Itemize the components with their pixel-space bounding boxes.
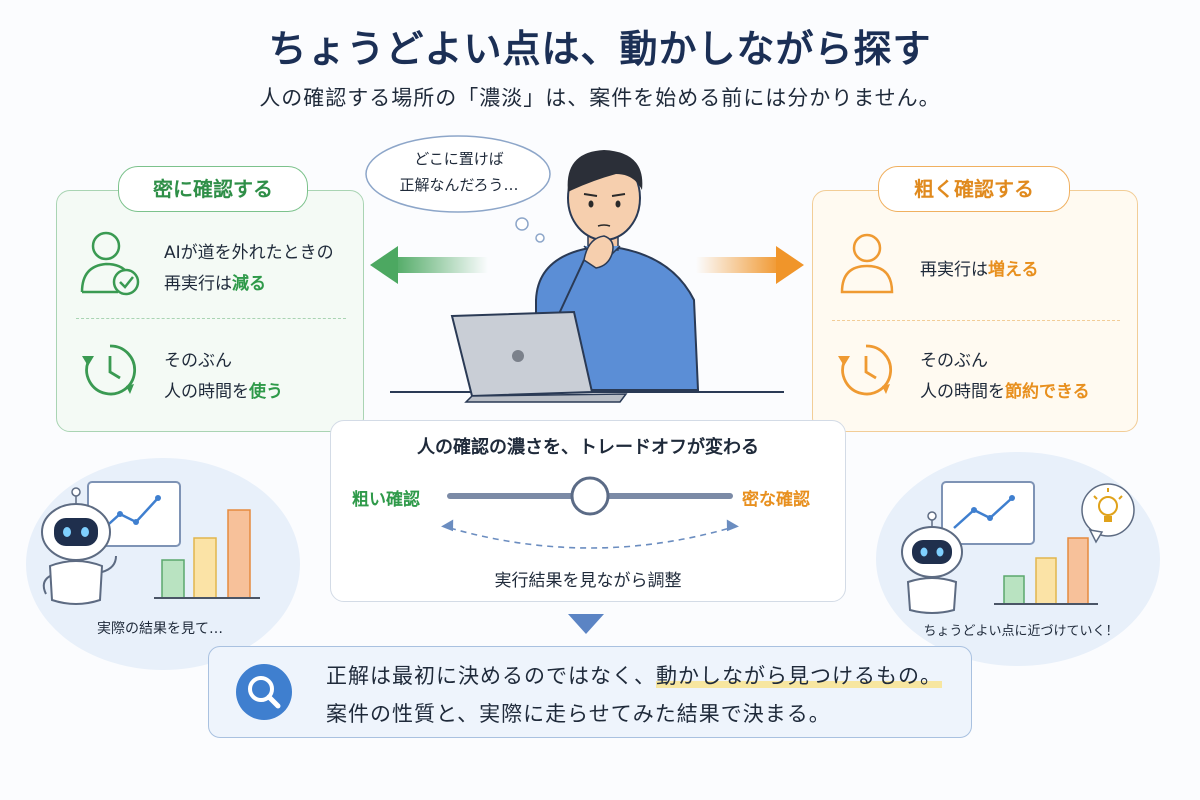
- user-check-icon: [80, 231, 140, 296]
- dense-check-panel: [56, 190, 364, 432]
- adjust-curve: [449, 527, 731, 549]
- tradeoff-heading: 人の確認の濃さを、トレードオフが変わる: [417, 437, 759, 458]
- dense-item2-line2: 人の時間を使う: [164, 382, 283, 402]
- coarse-item1: 再実行は増える: [920, 260, 1039, 280]
- dense-item1-line1: AIが道を外れたときの: [164, 243, 334, 263]
- tradeoff-footer: 実行結果を見ながら調整: [494, 571, 682, 591]
- slider-knob[interactable]: [570, 476, 610, 516]
- page-subtitle: 人の確認する場所の「濃淡」は、案件を始める前には分かりません。: [259, 86, 941, 110]
- slider-label-coarse: 粗い確認: [352, 490, 420, 510]
- curve-arrow-left: [441, 519, 454, 532]
- left-robot-caption: 実際の結果を見て…: [97, 621, 223, 637]
- dense-check-title: 密に確認する: [118, 166, 308, 212]
- coarse-check-panel: [812, 190, 1138, 432]
- person-with-laptop-illustration: [390, 150, 784, 403]
- coarse-item2-line2: 人の時間を節約できる: [920, 382, 1090, 402]
- robot-reviewing-chart-illustration: [41, 481, 260, 605]
- curve-arrow-right: [726, 519, 739, 532]
- page-title: ちょうどよい点は、動かしながら探す: [268, 27, 932, 71]
- thought-bubble: [365, 135, 551, 243]
- coarse-check-title: 粗く確認する: [878, 166, 1070, 212]
- clock-icon: [82, 344, 136, 396]
- dense-item2-line1: そのぶん: [164, 351, 232, 371]
- arrow-right-orange: [696, 246, 804, 284]
- robot-idea-chart-illustration: [901, 481, 1135, 614]
- down-arrow-icon: [568, 614, 604, 634]
- review-density-slider[interactable]: [440, 470, 740, 560]
- dense-item1-line2: 再実行は減る: [164, 274, 266, 294]
- coarse-divider: [832, 320, 1120, 321]
- coarse-item2-line1: そのぶん: [920, 351, 988, 371]
- right-robot-caption: ちょうどよい点に近づけていく！: [923, 624, 1119, 639]
- conclusion-line1: 正解は最初に決めるのではなく、動かしながら見つけるもの。: [326, 664, 942, 688]
- user-icon: [840, 233, 894, 294]
- conclusion-box: [208, 646, 972, 738]
- magnifier-icon: [236, 664, 292, 720]
- slider-label-dense: 密な確認: [742, 490, 810, 510]
- thought-text-1: どこに置けば: [414, 150, 504, 168]
- thought-text-2: 正解なんだろう…: [399, 176, 519, 194]
- arrow-left-green: [370, 246, 488, 284]
- conclusion-line2: 案件の性質と、実際に走らせてみた結果で決まる。: [326, 702, 831, 726]
- clock-icon: [838, 344, 892, 396]
- dense-divider: [76, 318, 346, 319]
